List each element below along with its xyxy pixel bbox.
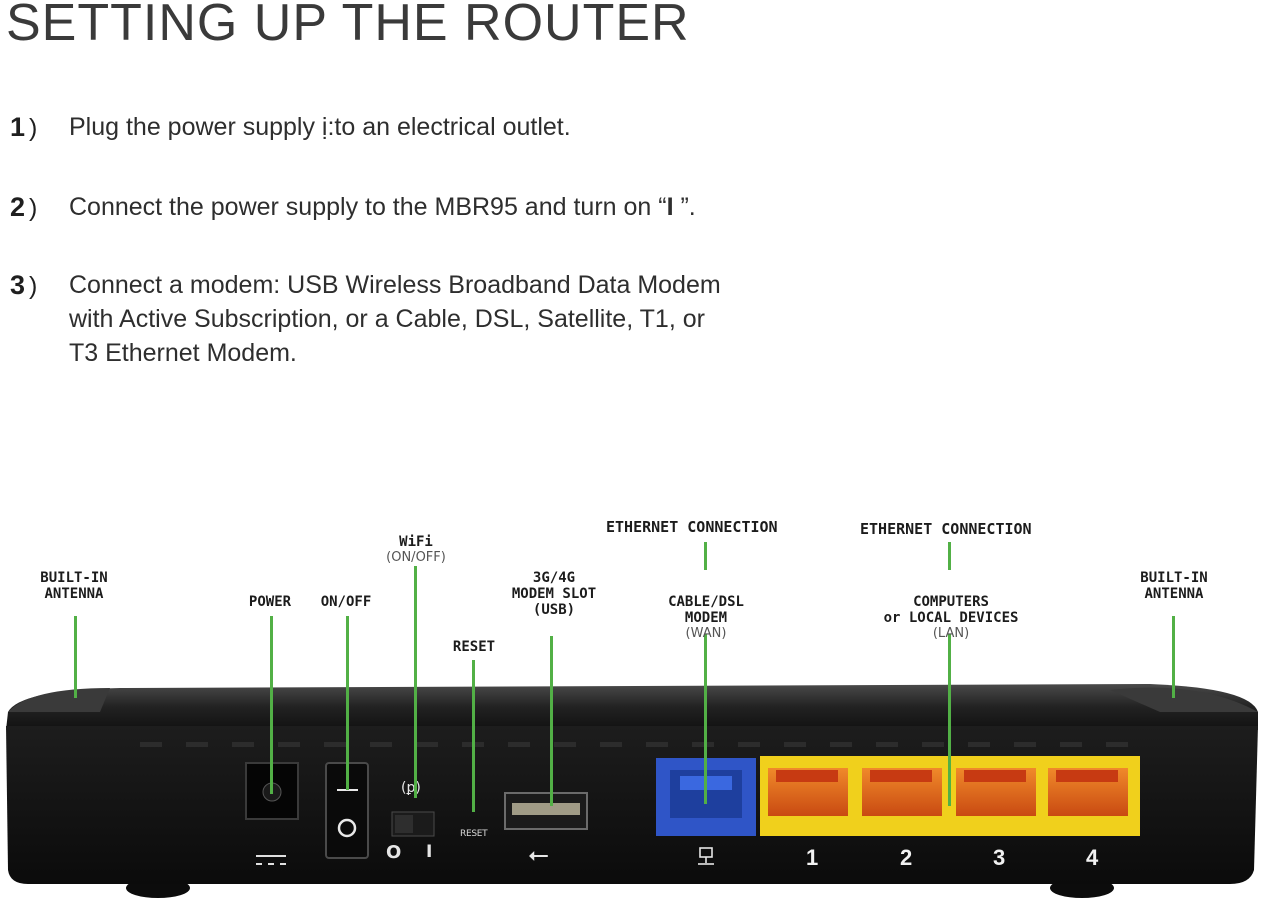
callout-line-power (270, 616, 273, 794)
callout-onoff: ON/OFF (320, 594, 372, 610)
usb-port-tongue (512, 803, 580, 815)
callout-wan: CABLE/DSL MODEM (WAN) (644, 578, 768, 658)
router-antenna-hump-right (1110, 687, 1258, 712)
callout-wan-sub: (WAN) (685, 626, 727, 641)
callout-line-wan (704, 634, 707, 804)
callout-line-eth-header-2 (948, 542, 951, 570)
wifi-antenna-icon: (ꝑ) (401, 780, 421, 796)
callout-line-antenna-left (74, 616, 77, 698)
step-number: 3) (10, 270, 38, 300)
callout-power: POWER (248, 594, 292, 610)
callout-modem-slot: 3G/4G MODEM SLOT (USB) (511, 570, 597, 618)
callout-wan-label: CABLE/DSL MODEM (668, 594, 744, 626)
switch-on-label: I (426, 842, 433, 862)
page-title: SETTING UP THE ROUTER (6, 0, 690, 52)
callout-line-onoff (346, 616, 349, 790)
wifi-slider-knob (395, 815, 413, 833)
callout-line-usb (550, 636, 553, 806)
usb-symbol-icon: ⭠ (528, 840, 549, 870)
step-text: Connect the power supply to the MBR95 an… (69, 193, 696, 221)
callout-line-lan (948, 634, 951, 806)
lan-jacks (768, 768, 1128, 816)
reset-small-label: RESET (460, 829, 488, 839)
step-number: 2) (10, 192, 38, 222)
switch-off-mark (337, 818, 357, 838)
vent-slits (140, 742, 1128, 747)
lan-port-number-4: 4 (1086, 845, 1099, 870)
callout-wifi: WiFi (ON/OFF) (364, 518, 468, 582)
callout-wifi-label: WiFi (399, 534, 433, 550)
switch-off-label: O (386, 842, 402, 863)
step-number: 1) (10, 112, 38, 142)
callout-ethernet-header-wan: ETHERNET CONNECTION (606, 518, 778, 536)
router-top-lid (6, 684, 1258, 730)
lan-port-number-3: 3 (993, 845, 1006, 870)
callout-reset: RESET (452, 639, 496, 655)
callout-lan-label: COMPUTERS or LOCAL DEVICES (883, 594, 1019, 626)
lan-port-number-1: 1 (806, 845, 819, 870)
network-icon (698, 847, 714, 865)
callout-line-eth-header-1 (704, 542, 707, 570)
step-text: Plug the power supply ị:to an electrica… (69, 113, 571, 141)
dc-power-icon (256, 855, 286, 865)
lan-port-number-2: 2 (900, 845, 913, 870)
callout-line-antenna-right (1172, 616, 1175, 698)
router-antenna-hump-left (8, 688, 110, 712)
step-text: Connect a modem: USB Wireless Broadband … (69, 271, 721, 367)
callout-wifi-sub: (ON/OFF) (386, 550, 446, 565)
callout-line-reset (472, 660, 475, 812)
callout-ethernet-header-lan: ETHERNET CONNECTION (860, 520, 1032, 538)
callout-lan-sub: (LAN) (932, 626, 970, 641)
callout-antenna-right: BUILT-IN ANTENNA (1140, 570, 1208, 602)
callout-lan: COMPUTERS or LOCAL DEVICES (LAN) (866, 578, 1036, 658)
callout-antenna-left: BUILT-IN ANTENNA (40, 570, 108, 602)
callout-line-wifi (414, 566, 417, 798)
